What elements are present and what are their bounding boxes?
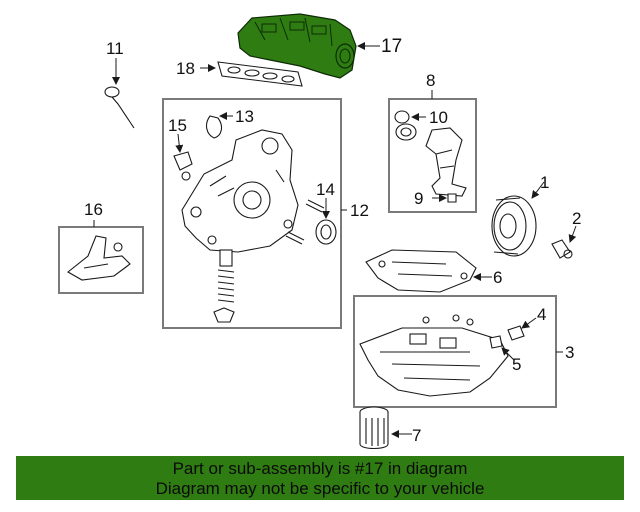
parts-diagram: 17 18 11 12 bbox=[58, 13, 581, 450]
callout-1: 1 bbox=[540, 173, 549, 192]
part-18-manifold-gasket[interactable] bbox=[217, 61, 303, 87]
info-banner: Part or sub-assembly is #17 in diagram D… bbox=[16, 456, 624, 500]
part-9-bolt[interactable] bbox=[447, 193, 457, 203]
part-1-crankshaft-pulley[interactable] bbox=[491, 195, 537, 257]
callout-17: 17 bbox=[381, 36, 402, 57]
part-14-oil-seal[interactable] bbox=[315, 219, 337, 245]
callout-7: 7 bbox=[412, 426, 421, 445]
part-6-oil-pan-baffle[interactable] bbox=[365, 249, 477, 293]
callout-13: 13 bbox=[235, 107, 254, 126]
part-5-drain-plug[interactable] bbox=[489, 335, 503, 349]
callout-15: 15 bbox=[168, 116, 187, 135]
callout-4: 4 bbox=[537, 305, 546, 324]
part-12-oil-pump[interactable] bbox=[181, 129, 299, 253]
callout-12: 12 bbox=[350, 201, 369, 220]
part-3-oil-pan[interactable] bbox=[359, 314, 509, 397]
part-11-dipstick[interactable] bbox=[104, 86, 135, 129]
callout-5: 5 bbox=[512, 355, 521, 374]
callout-9: 9 bbox=[414, 189, 423, 208]
banner-line-2: Diagram may not be specific to your vehi… bbox=[155, 479, 485, 498]
banner-line-1: Part or sub-assembly is #17 in diagram bbox=[172, 459, 468, 478]
part-2-pulley-bolt[interactable] bbox=[551, 239, 573, 259]
part-8-oil-filter-housing[interactable] bbox=[425, 127, 467, 197]
callout-14: 14 bbox=[316, 180, 335, 199]
part-10-o-ring[interactable] bbox=[394, 110, 417, 141]
callout-11: 11 bbox=[106, 39, 124, 58]
part-dowel-pins[interactable] bbox=[285, 199, 325, 245]
part-16-oil-baffle[interactable] bbox=[67, 235, 131, 281]
part-7-oil-filter[interactable] bbox=[359, 406, 389, 450]
callout-10: 10 bbox=[429, 108, 448, 127]
callout-18: 18 bbox=[176, 59, 195, 78]
part-15-oil-pressure-switch[interactable] bbox=[173, 151, 193, 181]
callout-8: 8 bbox=[426, 71, 435, 90]
part-4-bolt[interactable] bbox=[507, 325, 525, 341]
part-17-intake-manifold[interactable] bbox=[237, 13, 357, 79]
part-13-o-ring[interactable] bbox=[205, 115, 223, 139]
callout-16: 16 bbox=[84, 200, 103, 219]
callout-3: 3 bbox=[565, 343, 574, 362]
part-relief-valve-spring[interactable] bbox=[213, 249, 235, 323]
callout-6: 6 bbox=[493, 268, 502, 287]
callout-2: 2 bbox=[572, 209, 581, 228]
